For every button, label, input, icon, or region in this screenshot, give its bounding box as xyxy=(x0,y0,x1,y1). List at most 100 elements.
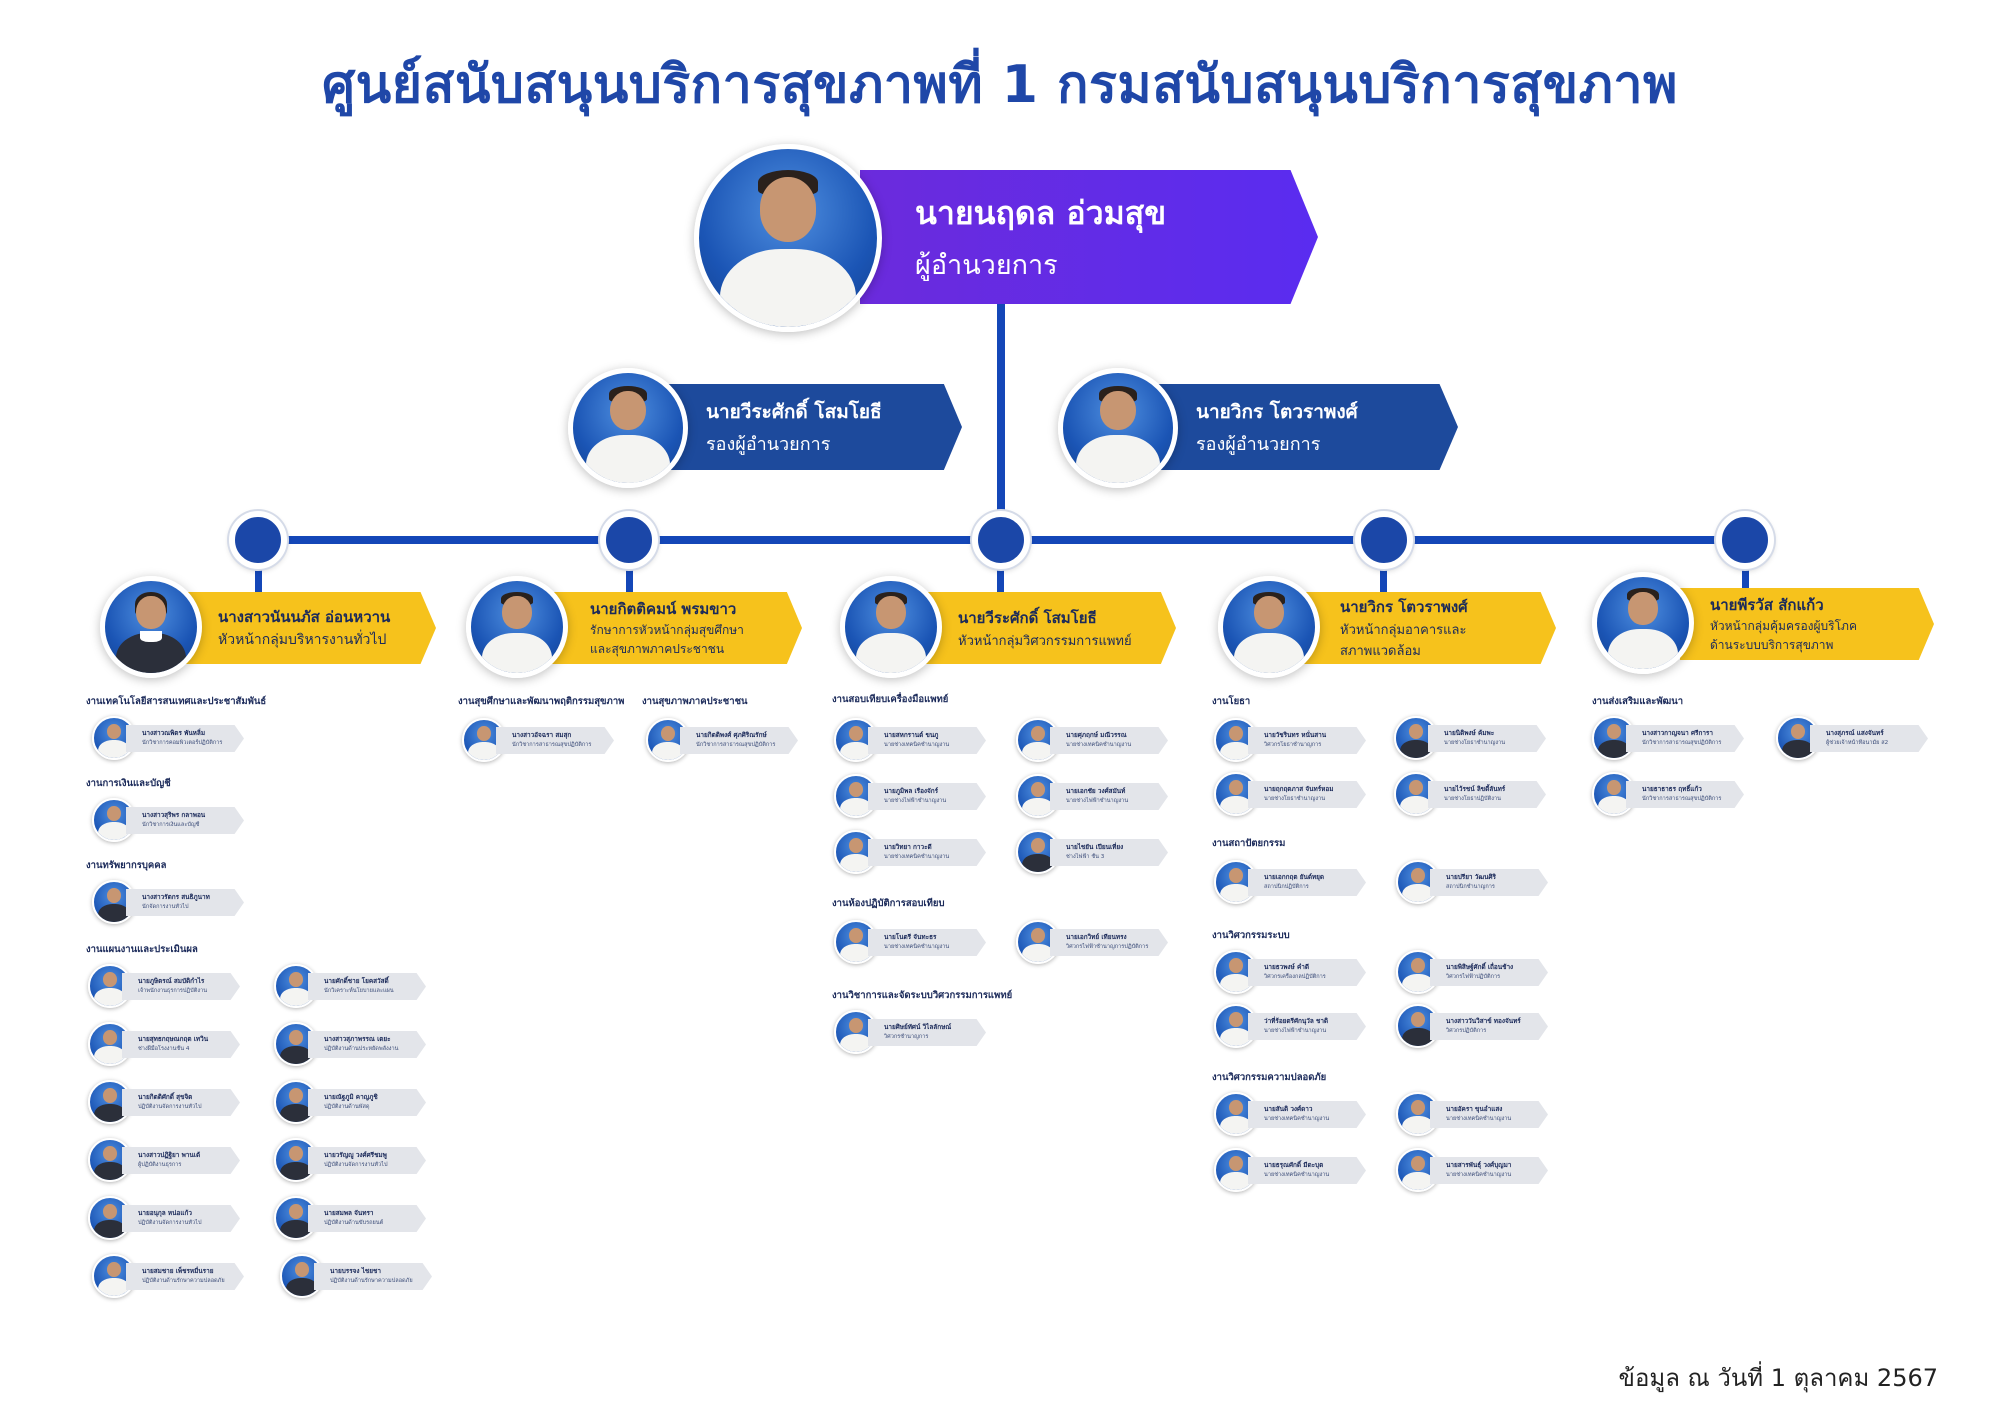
photo-face xyxy=(610,390,646,431)
photo-uniform xyxy=(94,1046,126,1064)
photo-uniform xyxy=(1402,884,1434,902)
photo-face xyxy=(288,1029,304,1045)
photo-uniform xyxy=(840,944,872,962)
staff-name: นายศุภฤกษ์ มณีวรรณ xyxy=(1066,731,1127,739)
photo-uniform xyxy=(280,1162,312,1180)
staff-tag: นางสาวรัตกร สนธิภูนาทนักจัดการงานทั่วไป xyxy=(126,889,244,916)
staff-card: นางสาวอัจฉรา สมสุกนักวิชาการสาธารณสุขปฏิ… xyxy=(462,718,614,762)
staff-name: นายอัครา ขุนอำแสง xyxy=(1446,1105,1503,1113)
photo-face xyxy=(1228,957,1244,973)
photo-face xyxy=(1254,595,1284,629)
photo-face xyxy=(106,805,122,821)
staff-photo xyxy=(1016,774,1060,818)
staff-card: นายกิตติศักดิ์ สุขจิตปฏิบัติงานจัดการงาน… xyxy=(88,1080,240,1124)
photo-uniform xyxy=(1220,1116,1252,1134)
staff-position: วิศวกรชำนาญการ xyxy=(884,1034,929,1040)
staff-position: ปฏิบัติงานด้านพัสดุ xyxy=(324,1104,370,1110)
staff-tag: นายณัฐภูมิ คาญภูชิปฏิบัติงานด้านพัสดุ xyxy=(308,1089,426,1116)
staff-name: นายเอกชัย วงศ์สมันท์ xyxy=(1066,787,1126,795)
staff-tag: นายกิตติพงศ์ ศุภศิริณรักษ์นักวิชาการสาธา… xyxy=(680,727,798,754)
staff-name: นางสาววันวิสาข์ ทองจันทร์ xyxy=(1446,1017,1521,1025)
photo-face xyxy=(1228,1155,1244,1171)
staff-tag: นางสาวปฏิฐิยา พานเต้ผู้ปฏิบัติงานธุรการ xyxy=(122,1147,240,1174)
staff-tag: นายวิทยา กาวะดีนายช่างเทคนิคชำนาญงาน xyxy=(868,839,986,866)
staff-tag: นายปรียา วัฒนศิริสถาปนิกชำนาญการ xyxy=(1430,869,1548,896)
photo-uniform xyxy=(98,740,130,758)
section-title: งานทรัพยากรบุคคล xyxy=(86,860,167,871)
staff-card: นายสันติ วงศ์ดาวนายช่างเทคนิคชำนาญงาน xyxy=(1214,1092,1366,1136)
section-title: งานสอบเทียบเครื่องมือแพทย์ xyxy=(832,694,949,705)
photo-uniform xyxy=(1234,632,1304,673)
staff-name: นายศิษย์ทัศน์ วิไลลักษณ์ xyxy=(884,1023,952,1031)
staff-position: ผู้ปฏิบัติงานธุรการ xyxy=(138,1162,182,1168)
staff-photo xyxy=(1016,830,1060,874)
director-name: นายนฤดล อ่วมสุข xyxy=(915,194,1167,232)
node-dot-2 xyxy=(600,511,658,569)
group-2-head-photo xyxy=(466,576,568,678)
photo-uniform xyxy=(468,742,500,760)
staff-card: นายสุทธกฤษณกฤต เทวินช่างฝีมือโรงงานชั้น … xyxy=(88,1022,240,1066)
section-title: งานโยธา xyxy=(1212,696,1251,707)
group-4-banner: นายวิกร โตวราพงศ์ หัวหน้ากลุ่มอาคารและ ส… xyxy=(1300,592,1556,664)
deputy-1-photo xyxy=(568,368,688,488)
staff-position: นายช่างเทคนิคชำนาญงาน xyxy=(1066,742,1132,748)
staff-tag: นายสหกรานต์ ขนภูนายช่างเทคนิคชำนาญงาน xyxy=(868,727,986,754)
staff-name: นายสมชาย เพ็ชรหมื่นราย xyxy=(142,1267,214,1275)
staff-tag: นายสุทธกฤษณกฤต เทวินช่างฝีมือโรงงานชั้น … xyxy=(122,1031,240,1058)
section-title: งานเทคโนโลยีสารสนเทศและประชาสัมพันธ์ xyxy=(86,696,267,707)
staff-tag: นายไชยัน เปียนเที่ยงช่างไฟฟ้า ชั้น 3 xyxy=(1050,839,1168,866)
staff-tag: นายวรัญญู วงศ์ศรีชมพูปฏิบัติงานจัดการงาน… xyxy=(308,1147,426,1174)
photo-face xyxy=(476,725,492,741)
staff-position: สถาปนิกชำนาญการ xyxy=(1446,884,1495,890)
photo-face xyxy=(288,1203,304,1219)
staff-name: นายสมพล จันทรา xyxy=(324,1209,374,1217)
staff-name: นายสุทธกฤษณกฤต เทวิน xyxy=(138,1035,209,1043)
staff-position: นักวิชาการสาธารณสุขปฏิบัติการ xyxy=(1642,740,1722,746)
staff-position: วิศวกรไฟฟ้าชำนาญการปฏิบัติการ xyxy=(1066,944,1149,950)
staff-name: นางสาวอัจฉรา สมสุก xyxy=(512,731,572,739)
photo-uniform xyxy=(1076,434,1160,483)
staff-position: นักวิชาการคอมพิวเตอร์ปฏิบัติการ xyxy=(142,740,223,746)
staff-tag: นายสมชาย เพ็ชรหมื่นรายปฏิบัติงานด้านรักษ… xyxy=(126,1263,244,1290)
staff-photo xyxy=(1776,716,1820,760)
staff-card: นายกิตติพงศ์ ศุภศิริณรักษ์นักวิชาการสาธา… xyxy=(646,718,798,762)
deputy-2-position: รองผู้อำนวยการ xyxy=(1196,433,1321,455)
staff-card: นางสาวสุริพร กลาพอนนักวิชาการเงินและบัญช… xyxy=(92,798,244,842)
staff-position: นักวิชาการสาธารณสุขปฏิบัติการ xyxy=(1642,796,1722,802)
staff-tag: นายกิตติศักดิ์ สุขจิตปฏิบัติงานจัดการงาน… xyxy=(122,1089,240,1116)
staff-position: เจ้าพนักงานธุรการปฏิบัติงาน xyxy=(138,988,208,994)
staff-photo xyxy=(88,1138,132,1182)
staff-tag: นายธาธาธร ฤทธิ์แก้วนักวิชาการสาธารณสุขปฏ… xyxy=(1626,781,1744,808)
staff-position: ผู้ช่วยเจ้าหน้าที่อนามัย ส2 xyxy=(1826,740,1889,746)
photo-collar xyxy=(139,630,163,642)
staff-position: วิศวกรเครื่องกลปฏิบัติการ xyxy=(1264,974,1326,980)
staff-card: นายไชยัน เปียนเที่ยงช่างไฟฟ้า ชั้น 3 xyxy=(1016,830,1168,874)
staff-name: นายไว้รชน์ ลิขดี้ลันทร์ xyxy=(1444,785,1506,793)
group-1-head-name: นางสาวนันนภัส อ่อนหวาน xyxy=(218,608,391,626)
staff-position: นักวิชาการสาธารณสุขปฏิบัติการ xyxy=(696,742,776,748)
photo-face xyxy=(1408,779,1424,795)
page-title: ศูนย์สนับสนุนบริการสุขภาพที่ 1 กรมสนับสน… xyxy=(322,55,1678,115)
staff-card: นายอัครา ขุนอำแสงนายช่างเทคนิคชำนาญงาน xyxy=(1396,1092,1548,1136)
staff-tag: นายอนุกุล หน่อแก้วปฏิบัติงานจัดการงานทั่… xyxy=(122,1205,240,1232)
staff-card: นายวิทยา กาวะดีนายช่างเทคนิคชำนาญงาน xyxy=(834,830,986,874)
staff-card: นายฤกฤตภาส จันทร์หอมนายช่างโยธาชำนาญงาน xyxy=(1214,772,1366,816)
section-title: งานการเงินและบัญชี xyxy=(86,778,171,789)
photo-uniform xyxy=(280,1046,312,1064)
group-5-banner: นายพีรวัส สักแก้ว หัวหน้ากลุ่มคุ้มครองผู… xyxy=(1680,588,1934,660)
staff-position: นักจัดการงานทั่วไป xyxy=(142,904,189,910)
photo-face xyxy=(876,595,906,629)
group-2-head-position-line2: และสุขภาพภาคประชาชน xyxy=(590,642,725,656)
photo-face xyxy=(502,595,532,629)
staff-card: นายศักดิ์ชาย โยคสวัสดิ์นักวิเคราะห์นโยบา… xyxy=(274,964,426,1008)
staff-position: สถาปนิกปฏิบัติการ xyxy=(1264,884,1309,890)
staff-card: นายเอกชัย วงศ์สมันท์นายช่างไฟฟ้าชำนาญงาน xyxy=(1016,774,1168,818)
photo-uniform xyxy=(94,1162,126,1180)
staff-name: นายวิทยา กาวะดี xyxy=(884,843,932,851)
staff-name: นายเอกวิทย์ เทียนทรง xyxy=(1066,933,1127,941)
staff-photo xyxy=(1396,1092,1440,1136)
photo-uniform xyxy=(482,632,552,673)
deputy-1-position: รองผู้อำนวยการ xyxy=(706,433,831,455)
staff-position: ช่างฝีมือโรงงานชั้น 4 xyxy=(138,1046,190,1052)
node-dot-1 xyxy=(229,511,287,569)
